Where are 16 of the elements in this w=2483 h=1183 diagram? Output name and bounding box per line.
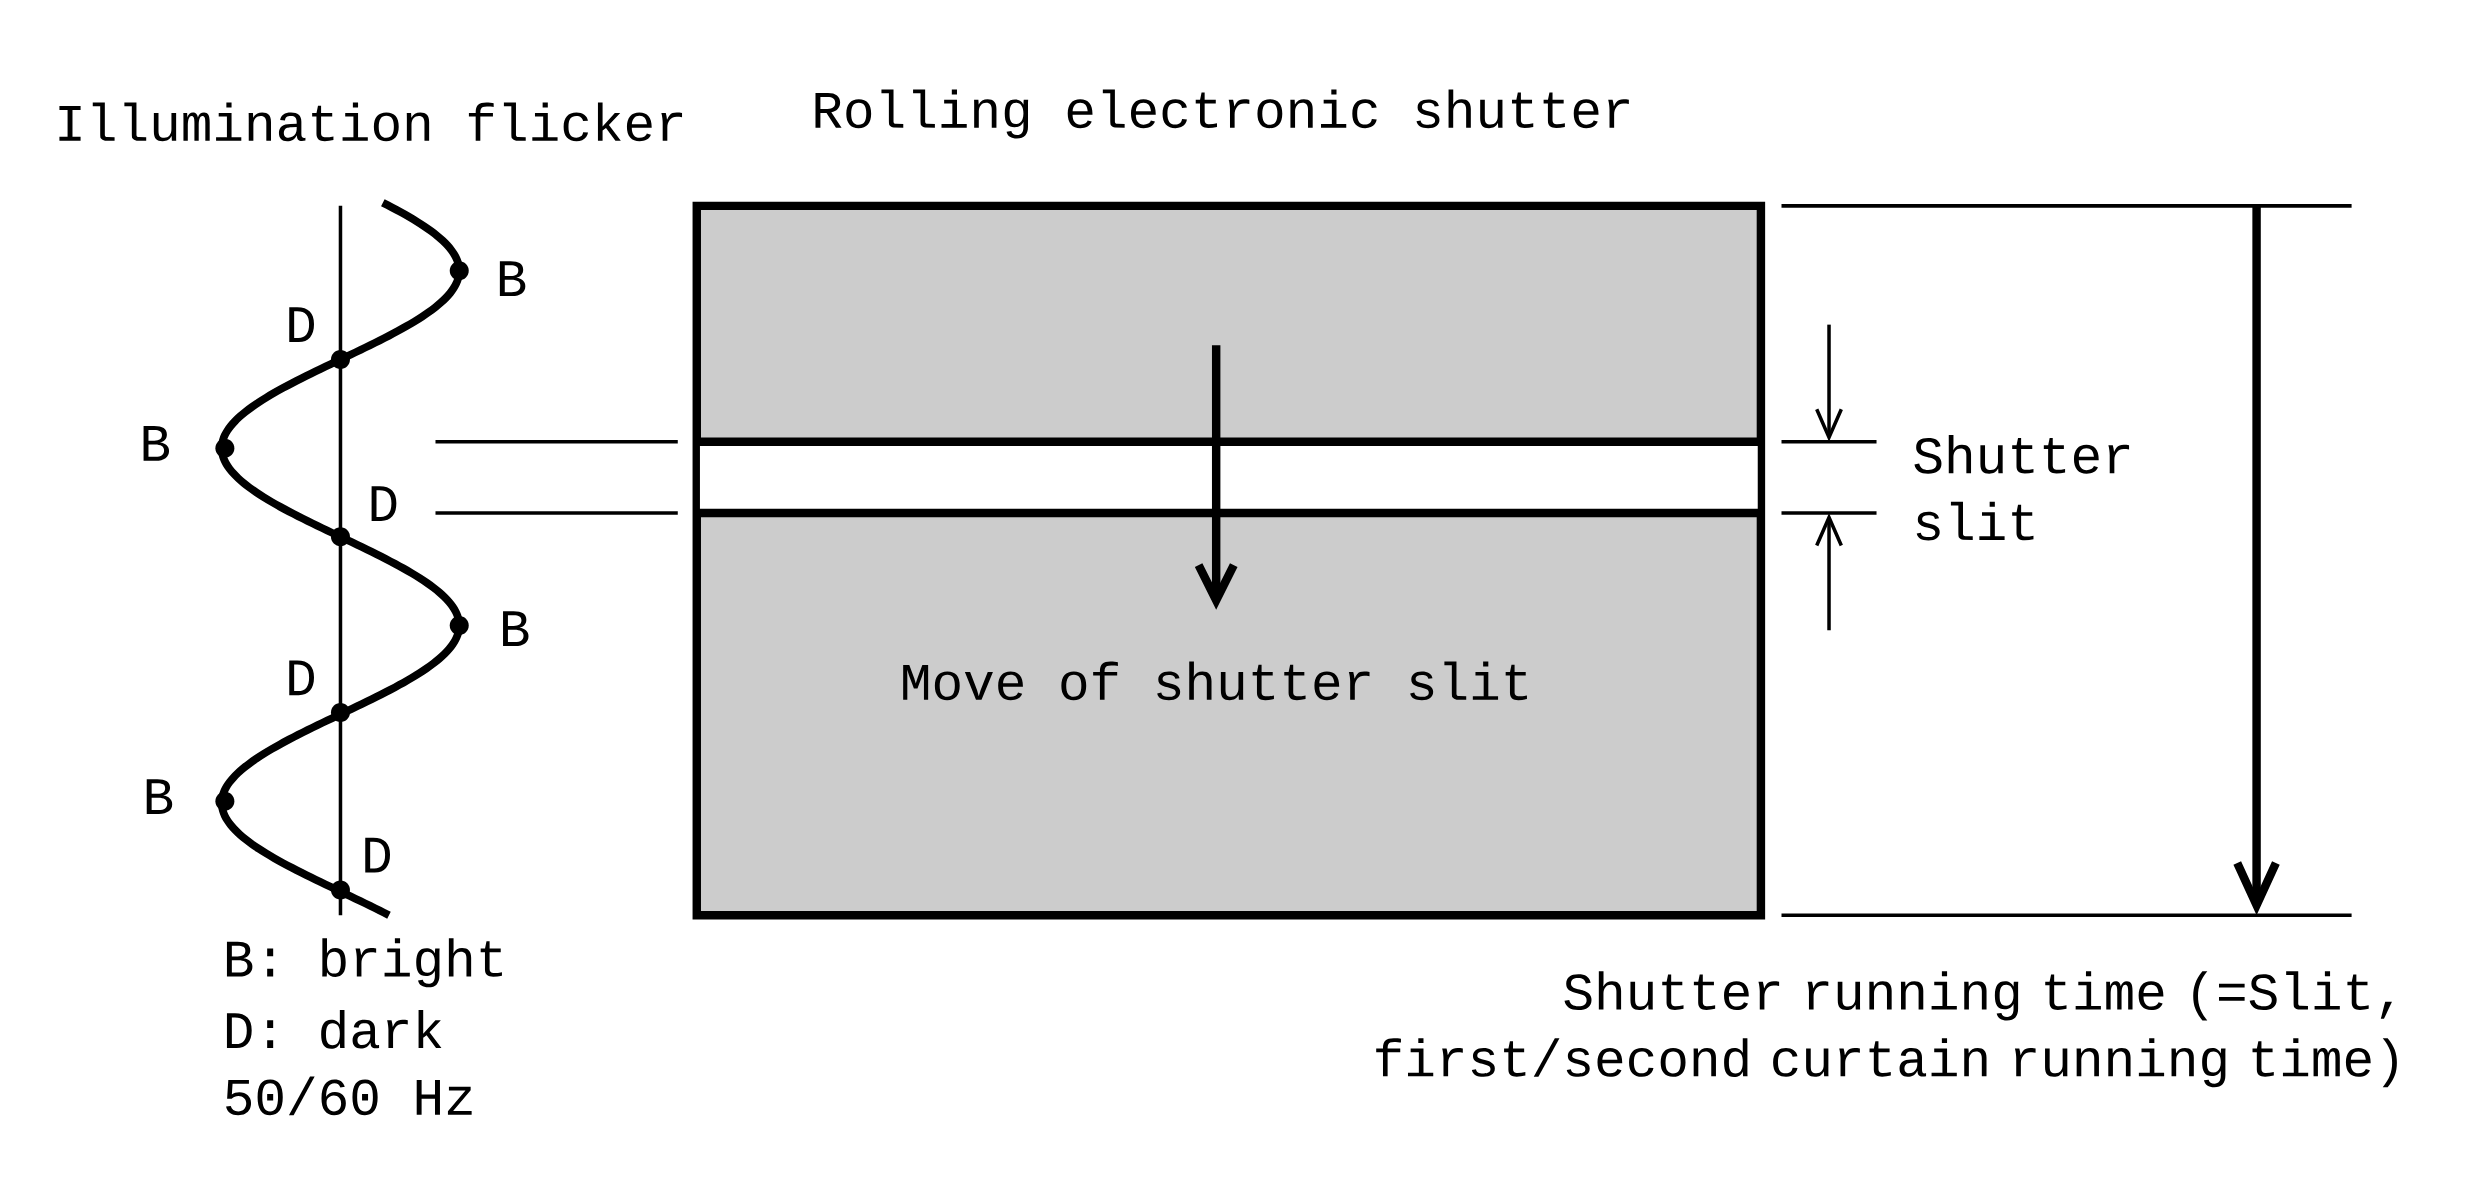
point-letter: B [143,426,170,461]
box-label: Move of shutter slit [903,661,1527,701]
dimension-label: Shutter slit [1914,435,2130,541]
point-letter: D [371,486,397,521]
legend-text: 50/60 Hz [226,1076,472,1116]
point-letter: D [289,307,314,343]
point-letter: B [499,261,526,297]
heading: Rolling electronic shutter [815,89,1629,139]
legend-text: D: dark [226,1009,442,1049]
point-letter: D [289,660,314,696]
point-letter: B [503,611,529,647]
dimension-label: Shutter running time (=Slit, first/second curtain running time) [1376,971,2397,1088]
point-letter: B [146,779,173,814]
heading: Illumination flicker [59,102,683,142]
point-letter: D [365,837,390,873]
legend-text: B: bright [226,938,502,988]
